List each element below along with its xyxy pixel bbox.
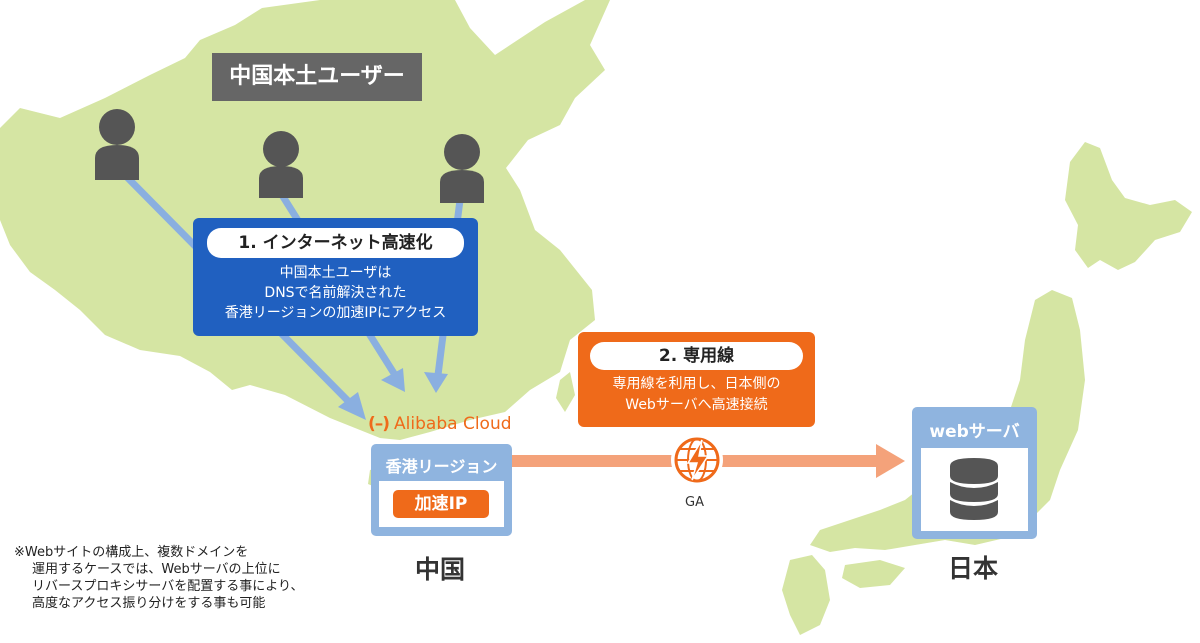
hk-region-title: 香港リージョン	[385, 457, 498, 476]
alibaba-cloud-logo: (–)Alibaba Cloud	[368, 414, 512, 434]
kyushu	[782, 555, 830, 635]
step1-line: DNSで名前解決された	[264, 285, 407, 301]
step2-line: Webサーバへ高速接続	[625, 397, 768, 413]
china-users-label: 中国本土ユーザー	[212, 53, 422, 101]
arrow-user2-head	[381, 368, 405, 392]
web-server-inner	[921, 448, 1028, 531]
hk-region-inner: 加速IP	[379, 481, 504, 527]
step1-line: 香港リージョンの加速IPにアクセス	[224, 305, 447, 321]
web-server-box: webサーバ	[912, 407, 1037, 539]
footnote-line: リバースプロキシサーバを配置する事により、	[32, 579, 304, 594]
user-icon	[440, 134, 484, 203]
step2-line: 専用線を利用し、日本側の	[612, 376, 781, 392]
arrow-user1-head	[338, 392, 366, 420]
database-icon	[950, 458, 998, 520]
footnote-line: ※Webサイトの構成上、複数ドメインを	[14, 545, 249, 560]
user-icon	[95, 109, 139, 180]
step1-title: 1. インターネット高速化	[207, 228, 464, 258]
footnote: ※Webサイトの構成上、複数ドメインを 運用するケースでは、Webサーバの上位に…	[14, 544, 303, 612]
dedicated-line-head	[876, 444, 905, 478]
ga-label: GA	[685, 495, 704, 510]
web-server-title: webサーバ	[929, 422, 1020, 442]
step2-description: 専用線を利用し、日本側の Webサーバへ高速接続	[578, 374, 815, 416]
step1-description: 中国本土ユーザは DNSで名前解決された 香港リージョンの加速IPにアクセス	[193, 263, 478, 323]
step2-box: 2. 専用線 専用線を利用し、日本側の Webサーバへ高速接続	[578, 332, 815, 427]
alibaba-bracket-icon: (–)	[368, 414, 390, 434]
shikoku	[842, 560, 905, 588]
step2-title: 2. 専用線	[590, 342, 803, 370]
hk-region-box: 香港リージョン 加速IP	[371, 444, 512, 536]
alibaba-cloud-logo-text: Alibaba Cloud	[394, 414, 512, 434]
accel-ip-badge: 加速IP	[393, 490, 489, 518]
step1-box: 1. インターネット高速化 中国本土ユーザは DNSで名前解決された 香港リージ…	[193, 218, 478, 336]
user-icon	[259, 131, 303, 198]
globe-lightning-icon	[671, 434, 723, 486]
step1-line: 中国本土ユーザは	[279, 265, 392, 281]
arrow-user3-head	[424, 372, 448, 393]
taiwan-island	[556, 372, 575, 412]
china-label: 中国	[415, 555, 466, 584]
hokkaido	[1065, 142, 1192, 270]
footnote-line: 運用するケースでは、Webサーバの上位に	[32, 562, 281, 577]
footnote-line: 高度なアクセス振り分けをする事も可能	[32, 596, 266, 611]
japan-label: 日本	[948, 554, 999, 583]
